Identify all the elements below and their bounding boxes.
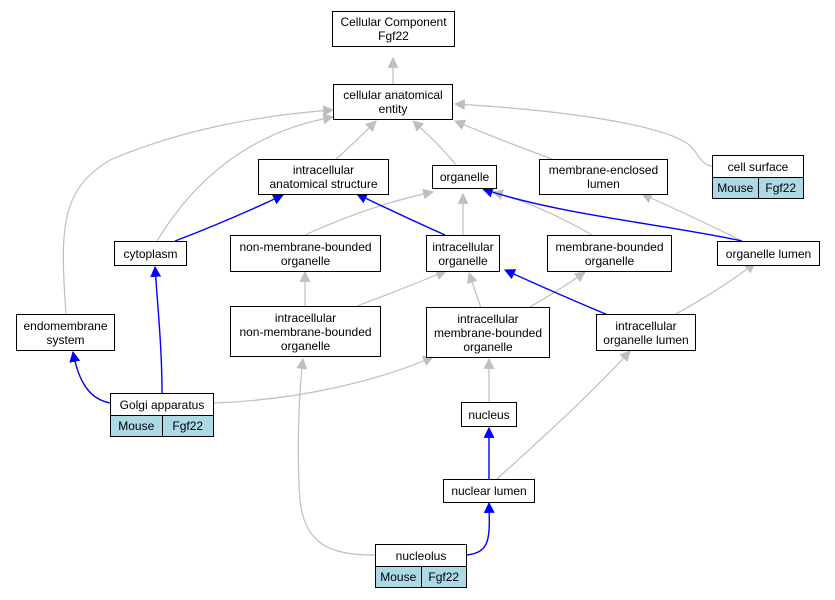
node-cellular-anatomical-entity[interactable]: cellular anatomical entity <box>333 84 453 120</box>
node-golgi-apparatus[interactable]: Golgi apparatus <box>110 393 214 416</box>
node-cellular-component-root[interactable]: Cellular Component Fgf22 <box>332 11 455 47</box>
node-label-line: cytoplasm <box>123 246 178 261</box>
node-label-line: organelle <box>280 253 331 268</box>
node-label-line: membrane-bounded <box>555 239 664 254</box>
node-cytoplasm[interactable]: cytoplasm <box>114 241 187 266</box>
edge-nmbo-to-organelle <box>304 188 435 236</box>
edge-golgi-part-of-endomembrane <box>69 350 111 404</box>
node-label-line: cellular anatomical <box>343 88 443 102</box>
edge-mbo-to-organelle <box>491 189 593 236</box>
edge-endomembrane-to-cae <box>62 105 335 315</box>
node-label-line: anatomical structure <box>269 177 378 191</box>
node-label-line: lumen <box>587 177 620 191</box>
node-label-line: membrane-bounded <box>433 325 543 340</box>
annotation-row-golgi-apparatus: Mouse Fgf22 <box>110 416 214 437</box>
node-label-line: nucleus <box>468 407 510 422</box>
annotation-organism[interactable]: Mouse <box>376 567 421 587</box>
node-nucleus[interactable]: nucleus <box>461 402 517 427</box>
edge-organelle-lumen-to-membrane-enclosed-lumen <box>640 193 743 242</box>
edge-cytoplasm-part-of-ias <box>174 194 284 242</box>
annotation-row-cell-surface: Mouse Fgf22 <box>712 178 804 199</box>
edge-membrane-enclosed-lumen-to-cae <box>453 119 553 160</box>
node-membrane-enclosed-lumen[interactable]: membrane-enclosed lumen <box>539 159 668 195</box>
node-intracellular-membrane-bounded-organelle[interactable]: intracellular membrane-bounded organelle <box>426 307 550 358</box>
node-label-line: organelle <box>438 253 488 268</box>
annotation-gene[interactable]: Fgf22 <box>420 567 466 587</box>
node-label-line: organelle <box>439 170 490 184</box>
edge-cell-surface-to-cae <box>453 99 713 167</box>
edge-nucleolus-part-of-nuclear-lumen <box>466 501 495 556</box>
node-nucleolus[interactable]: nucleolus <box>375 544 467 567</box>
node-label-line: organelle <box>463 339 513 354</box>
node-label-line: Golgi apparatus <box>119 397 205 412</box>
edge-imbo-to-mbo <box>527 271 586 309</box>
edge-golgi-part-of-cytoplasm <box>150 265 163 394</box>
edge-inmbo-to-intracellular-organelle <box>356 269 448 307</box>
annotation-gene[interactable]: Fgf22 <box>161 416 213 436</box>
node-label-line: non-membrane-bounded <box>239 239 372 254</box>
node-endomembrane-system[interactable]: endomembrane system <box>16 314 115 351</box>
edge-intracellular-organelle-part-of-ias <box>356 193 446 236</box>
node-label-line: system <box>46 332 85 347</box>
node-cell-surface[interactable]: cell surface <box>712 155 804 178</box>
edge-iol-to-organelle-lumen <box>673 262 756 316</box>
edge-nuclear-lumen-to-iol <box>496 350 631 480</box>
edge-iol-part-of-intracellular-organelle <box>503 269 609 316</box>
node-non-membrane-bounded-organelle[interactable]: non-membrane-bounded organelle <box>230 235 381 272</box>
edge-nucleolus-to-inmbo <box>296 357 376 556</box>
node-label-line: nuclear lumen <box>451 484 527 498</box>
node-label-line: Cellular Component <box>340 15 447 29</box>
node-label-line: Fgf22 <box>378 29 409 43</box>
node-organelle-lumen[interactable]: organelle lumen <box>717 241 820 266</box>
edge-organelle-lumen-part-of-organelle <box>481 186 743 242</box>
node-label-line: membrane-enclosed <box>548 163 659 177</box>
node-label-line: endomembrane <box>23 318 108 333</box>
edge-cytoplasm-to-cae <box>156 113 335 242</box>
edge-imbo-to-intracellular-organelle <box>467 271 482 309</box>
edge-organelle-to-cae <box>412 120 457 166</box>
node-intracellular-anatomical-structure[interactable]: intracellular anatomical structure <box>258 159 389 195</box>
node-label-line: organelle lumen <box>725 246 812 261</box>
annotation-organism[interactable]: Mouse <box>713 178 758 198</box>
node-intracellular-non-membrane-bounded-organelle[interactable]: intracellular non-membrane-bounded organ… <box>230 306 381 357</box>
node-label-line: nucleolus <box>395 548 447 563</box>
node-membrane-bounded-organelle[interactable]: membrane-bounded organelle <box>547 235 672 272</box>
node-label-line: intracellular <box>274 310 337 325</box>
edge-golgi-to-imbo <box>213 355 435 404</box>
node-label-line: organelle <box>280 338 331 353</box>
annotation-organism[interactable]: Mouse <box>111 416 162 436</box>
node-label-line: cell surface <box>727 159 789 174</box>
edge-ias-to-cae <box>334 120 377 161</box>
node-label-line: intracellular <box>615 318 677 333</box>
node-label-line: organelle <box>584 253 635 268</box>
node-nuclear-lumen[interactable]: nuclear lumen <box>443 479 535 503</box>
node-label-line: intracellular <box>432 239 494 254</box>
node-intracellular-organelle-lumen[interactable]: intracellular organelle lumen <box>596 314 696 351</box>
node-label-line: entity <box>378 102 408 116</box>
annotation-row-nucleolus: Mouse Fgf22 <box>375 567 467 588</box>
node-label-line: intracellular <box>457 311 519 326</box>
node-label-line: intracellular <box>292 163 355 177</box>
node-label-line: non-membrane-bounded <box>239 324 372 339</box>
node-organelle[interactable]: organelle <box>432 165 497 189</box>
node-intracellular-organelle[interactable]: intracellular organelle <box>426 235 500 272</box>
annotation-gene[interactable]: Fgf22 <box>757 178 803 198</box>
node-label-line: organelle lumen <box>603 332 689 347</box>
